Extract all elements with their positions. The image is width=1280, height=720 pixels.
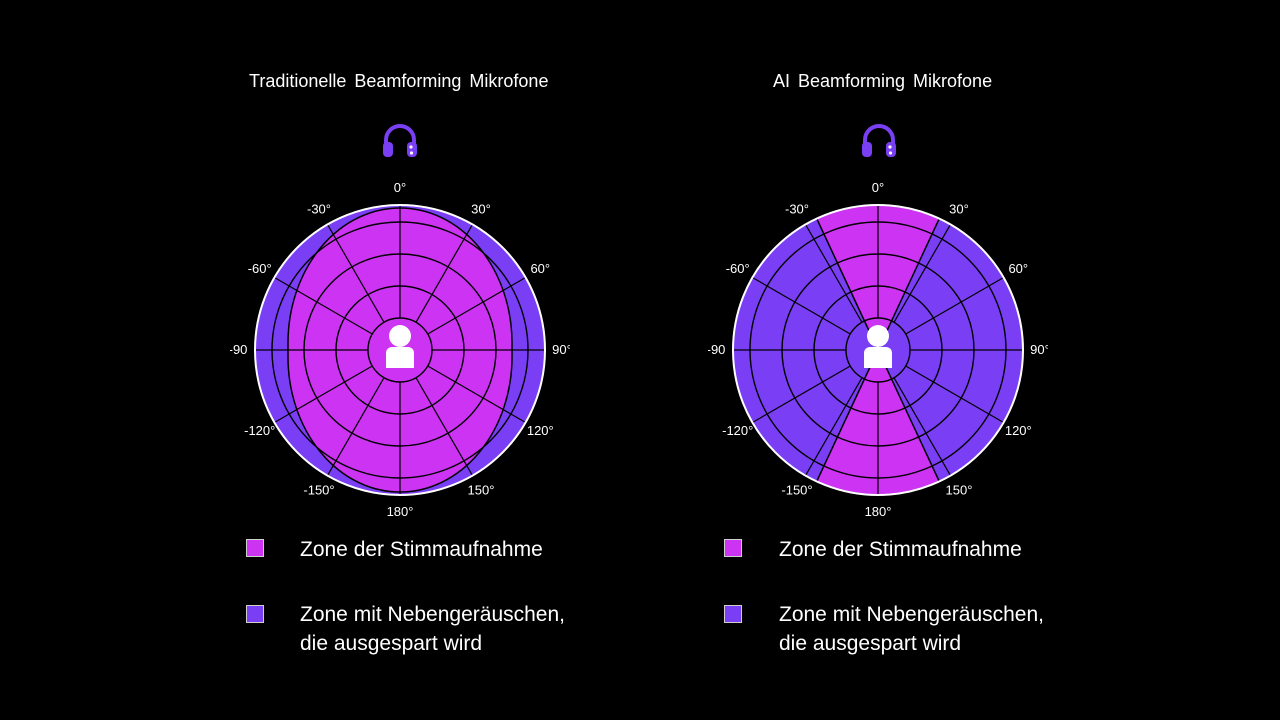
- angle-label-a150: 150°: [468, 482, 495, 497]
- legend-label-line1: Zone mit Nebengeräuschen,: [779, 603, 1044, 626]
- angle-label-a120: 120°: [527, 423, 554, 438]
- angle-label-a60: 60°: [1008, 261, 1028, 276]
- angle-label-a30: 30°: [949, 202, 969, 217]
- legend-label-line2: die ausgespart wird: [779, 632, 962, 655]
- grid-spoke: [804, 224, 863, 323]
- angle-label-am30: -30°: [307, 202, 331, 217]
- angle-label-am60: -60°: [248, 261, 272, 276]
- angle-label-a0: 0°: [394, 180, 406, 195]
- grid-spoke: [427, 365, 526, 424]
- noise-zone-swatch: [246, 605, 264, 623]
- outer-ring: [254, 204, 546, 496]
- legend-label: Zone der Stimmaufnahme: [300, 538, 543, 561]
- panel-title: AI Beamforming Mikrofone: [773, 71, 993, 91]
- grid-spoke: [274, 276, 373, 335]
- voice-zone-swatch: [724, 539, 742, 557]
- person-icon: [864, 325, 892, 368]
- angle-label-a180: 180°: [387, 504, 414, 519]
- grid-spoke: [804, 377, 863, 476]
- headset-icon: [383, 124, 417, 157]
- angle-label-a180: 180°: [865, 504, 892, 519]
- angle-label-a90: 90°: [1030, 342, 1048, 357]
- angle-label-a30: 30°: [471, 202, 491, 217]
- angle-label-am150: -150°: [303, 482, 334, 497]
- person-icon: [386, 325, 414, 368]
- legend-label-line1: Zone mit Nebengeräuschen,: [300, 603, 565, 626]
- legend-label-line2: die ausgespart wird: [300, 632, 483, 655]
- legend-label: Zone der Stimmaufnahme: [779, 538, 1022, 561]
- angle-label-a90: 90°: [552, 342, 570, 357]
- angle-label-a60: 60°: [530, 261, 550, 276]
- angle-label-a0: 0°: [872, 180, 884, 195]
- grid-spoke: [752, 365, 851, 424]
- polar-pattern-diagram: 0° 30° 60° 90° 120° 150° 180° -150° -120° -90 -60°…: [230, 180, 570, 519]
- angle-label-am90: -90: [230, 342, 247, 357]
- grid-spoke: [752, 276, 851, 335]
- grid-spoke: [274, 365, 373, 424]
- traditional-beamforming-panel: Traditionelle Beamforming Mikrofone 0° 30…: [230, 71, 570, 655]
- grid-spoke: [326, 377, 385, 476]
- angle-label-a150: 150°: [946, 482, 973, 497]
- angle-label-am150: -150°: [781, 482, 812, 497]
- angle-label-am90: -90: [708, 342, 725, 357]
- grid-spoke: [893, 224, 952, 323]
- grid-spoke: [326, 224, 385, 323]
- grid-spoke: [415, 377, 474, 476]
- voice-zone-swatch: [246, 539, 264, 557]
- angle-label-am120: -120°: [244, 423, 275, 438]
- ai-beamforming-panel: AI Beamforming Mikrofone 0° 30° 60° 90° 120°…: [640, 0, 1280, 720]
- polar-pattern-diagram: 0° 30° 60° 90° 120° 150° 180° -150° -120° -90 -60°…: [708, 180, 1048, 519]
- grid-spoke: [415, 224, 474, 323]
- grid-spoke: [905, 365, 1004, 424]
- grid-spoke: [427, 276, 526, 335]
- noise-zone-swatch: [724, 605, 742, 623]
- angle-label-a120: 120°: [1005, 423, 1032, 438]
- panel-title: Traditionelle Beamforming Mikrofone: [249, 71, 549, 91]
- grid-spoke: [893, 377, 952, 476]
- angle-label-am120: -120°: [722, 423, 753, 438]
- headset-icon: [862, 124, 896, 157]
- grid-spoke: [905, 276, 1004, 335]
- angle-label-am60: -60°: [726, 261, 750, 276]
- outer-ring: [732, 204, 1024, 496]
- angle-label-am30: -30°: [785, 202, 809, 217]
